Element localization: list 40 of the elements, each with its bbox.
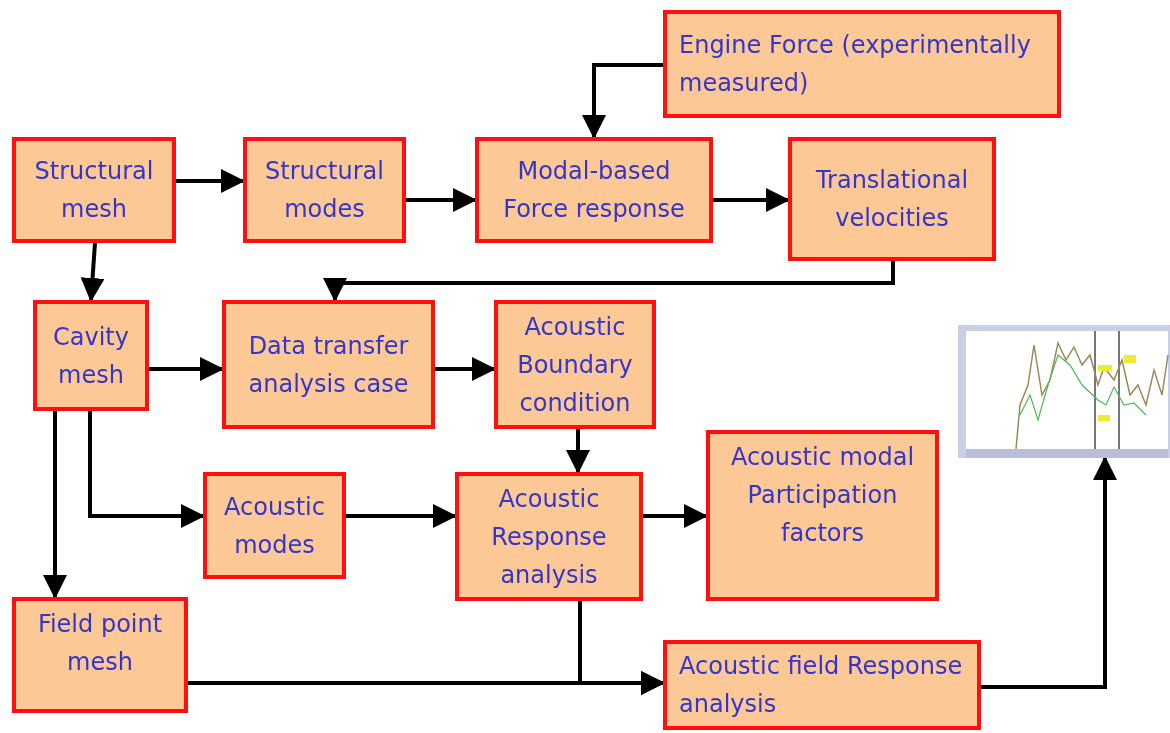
arrow (149, 357, 224, 381)
arrow (435, 357, 496, 381)
arrow (43, 411, 67, 599)
box-label: Acoustic modal Participation factors (729, 442, 916, 549)
process-box (663, 10, 1061, 118)
box-label: Acoustic modes (223, 491, 326, 561)
process-box (706, 430, 939, 601)
box-label: Acoustic Response analysis (490, 483, 608, 591)
process-box (222, 300, 435, 429)
arrow (346, 504, 457, 528)
box-label: Translational velocities (814, 165, 970, 234)
box-label: Structural mesh (33, 156, 155, 225)
arrow (88, 411, 205, 528)
arrow (80, 242, 105, 302)
box-label: Data transfer analysis case (247, 330, 410, 400)
process-box (788, 137, 996, 261)
box-label: Engine Force (experimentally measured) (679, 30, 1032, 99)
arrow (566, 429, 590, 474)
process-box (663, 640, 981, 730)
arrow (643, 504, 708, 528)
process-box (33, 300, 149, 411)
box-label: Acoustic Boundary condition (516, 311, 634, 419)
process-box (12, 137, 176, 243)
box-label: Cavity mesh (52, 321, 130, 391)
box-label: Modal-based Force response (502, 156, 686, 225)
arrow (406, 188, 477, 212)
process-box (12, 597, 188, 713)
process-box (243, 137, 406, 243)
process-box (494, 300, 656, 429)
box-label: Acoustic field Response analysis (679, 651, 964, 720)
box-label: Structural modes (264, 156, 385, 225)
box-label: Field point mesh (36, 609, 164, 678)
arrow (582, 63, 663, 139)
process-box (203, 472, 346, 579)
arrow (981, 456, 1117, 689)
arrow (323, 261, 895, 302)
arrow (713, 188, 790, 212)
process-box (455, 472, 643, 601)
process-box (475, 137, 713, 243)
arrow (176, 169, 245, 193)
